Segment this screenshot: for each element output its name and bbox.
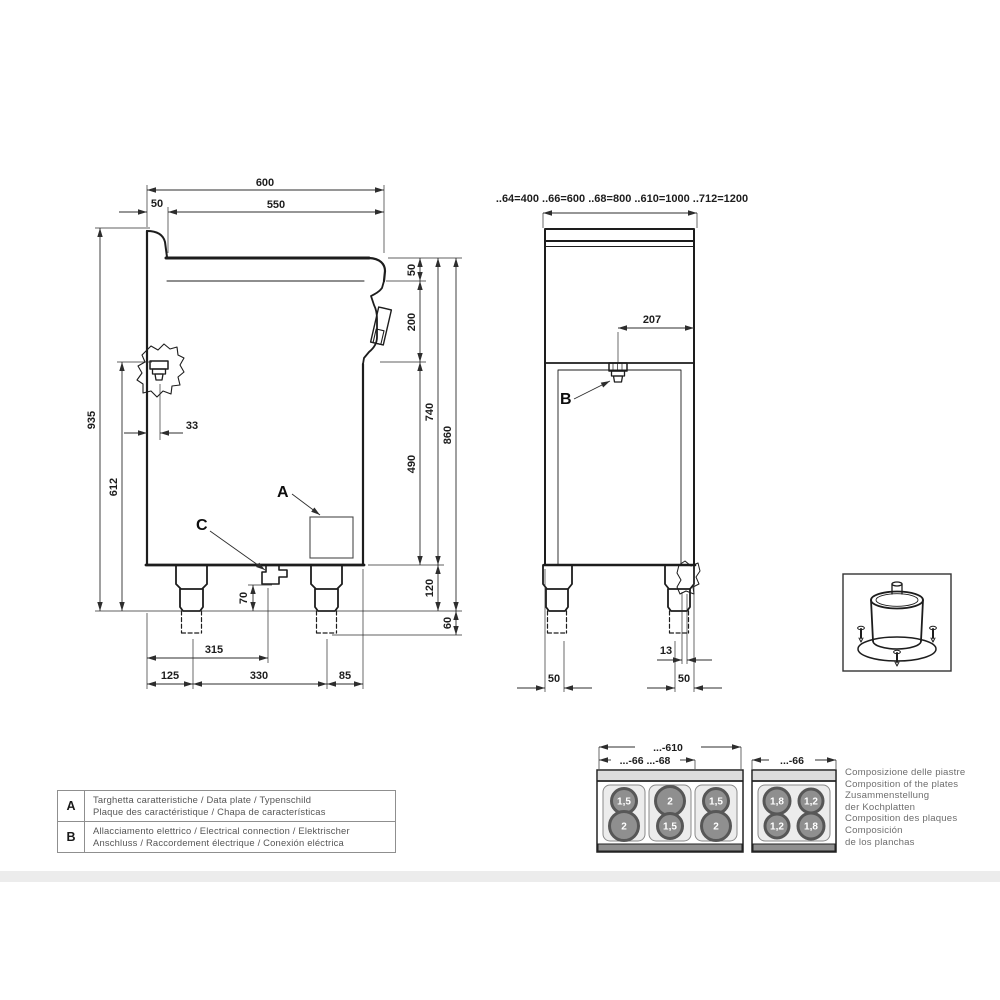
caption-line: Composizione delle piastre — [845, 767, 966, 778]
dim-490: 490 — [406, 455, 418, 473]
label-a-leader — [291, 493, 321, 516]
legend-line: Plaque des caractéristique / Chapa de ca… — [93, 805, 326, 817]
legend-table: A Targhetta caratteristiche / Data plate… — [57, 790, 396, 853]
dim-860: 860 — [442, 426, 454, 444]
dim-550: 550 — [267, 199, 285, 211]
dim-13: 13 — [660, 645, 672, 657]
legend-line: Targhetta caratteristiche / Data plate /… — [93, 794, 312, 805]
legend-line: Anschluss / Raccordement électrique / Co… — [93, 836, 344, 848]
foot-screws — [857, 625, 937, 667]
plate-value: 1,5 — [709, 797, 723, 808]
plate-value: 2 — [667, 797, 673, 808]
dim-120: 120 — [424, 579, 436, 597]
four-plate-diagram: ...-66 1,8 1,2 1,2 1,8 — [751, 755, 837, 853]
plate-value: 2 — [621, 822, 627, 833]
four-plate-front-bar — [752, 843, 836, 852]
caption-line: Zusammenstellung — [845, 790, 930, 802]
plate-caption: Composizione delle piastre Composition o… — [845, 767, 965, 848]
dim-50-top: 50 — [151, 198, 163, 210]
dim-600: 600 — [256, 177, 274, 189]
dim-33: 33 — [186, 420, 198, 432]
side-view-legs — [175, 564, 343, 634]
front-view-dimensions: 207 13 50 50 — [517, 210, 722, 691]
four-plate-dim-total: ...-66 — [780, 755, 804, 767]
plate-value: 1,8 — [804, 822, 818, 833]
six-plate-front-bar — [597, 843, 743, 852]
legend-row-a: A Targhetta caratteristiche / Data plate… — [58, 791, 395, 821]
caption-line: Composition des plaques — [845, 813, 958, 825]
label-a: A — [277, 484, 289, 501]
six-plate-back-strip — [598, 771, 742, 780]
legend-key: B — [58, 822, 85, 852]
dim-50-front-left: 50 — [548, 673, 560, 685]
data-plate-box — [309, 516, 354, 559]
six-plate-circles: 1,5 2 2 1,5 1,5 2 — [608, 785, 732, 842]
plate-value: 1,2 — [770, 822, 784, 833]
rear-cable-gland — [608, 362, 628, 383]
dim-935: 935 — [86, 411, 98, 429]
size-note: ..64=400 ..66=600 ..68=800 ..610=1000 ..… — [496, 193, 748, 205]
four-plate-circles: 1,8 1,2 1,2 1,8 — [762, 786, 826, 841]
dim-200: 200 — [406, 313, 418, 331]
side-view: A C 600 550 50 935 — [86, 177, 462, 689]
side-view-outline — [144, 229, 393, 567]
caption-line: de los planchas — [845, 836, 915, 848]
legend-text: Targhetta caratteristiche / Data plate /… — [85, 791, 395, 821]
label-c: C — [196, 517, 208, 534]
plate-value: 1,5 — [617, 797, 631, 808]
dim-50-right: 50 — [406, 264, 418, 276]
six-plate-diagram: ...-610 ...-66 ...-68 1,5 2 2 1,5 1,5 2 — [596, 742, 744, 853]
six-plate-dim-partial: ...-66 ...-68 — [620, 755, 671, 767]
plate-value: 1,2 — [804, 797, 818, 808]
dim-207: 207 — [643, 314, 661, 326]
front-view-legs — [542, 560, 701, 634]
side-cable-gland — [136, 343, 185, 398]
dim-85: 85 — [339, 670, 351, 682]
legend-line: Allacciamento elettrico / Electrical con… — [93, 825, 350, 836]
plate-value: 1,5 — [663, 822, 677, 833]
drain-fitting — [261, 564, 288, 585]
side-view-dimensions: 600 550 50 935 612 33 50 200 490 — [86, 177, 459, 687]
caption-line: Composición — [845, 824, 903, 836]
caption-line: der Kochplatten — [845, 801, 916, 813]
dim-740: 740 — [424, 403, 436, 421]
dim-330: 330 — [250, 670, 268, 682]
front-view: ..64=400 ..66=600 ..68=800 ..610=1000 ..… — [496, 193, 748, 692]
plate-value: 1,8 — [770, 797, 784, 808]
dim-70: 70 — [238, 592, 250, 604]
foot-detail — [842, 573, 952, 672]
six-plate-dim-total: ...-610 — [653, 742, 683, 754]
label-c-leader — [209, 530, 266, 571]
legend-text: Allacciamento elettrico / Electrical con… — [85, 822, 395, 852]
label-b-leader — [573, 380, 611, 400]
front-view-outline — [542, 228, 697, 567]
main-drawing: A C 600 550 50 935 — [86, 177, 952, 692]
plate-value: 2 — [713, 822, 719, 833]
label-b: B — [560, 391, 572, 408]
divider-band — [0, 871, 1000, 882]
dim-315: 315 — [205, 644, 223, 656]
control-switch — [369, 306, 393, 346]
foot-detail-callout-cloud — [676, 560, 701, 595]
legend-row-b: B Allacciamento elettrico / Electrical c… — [58, 821, 395, 852]
four-plate-back-strip — [753, 771, 835, 780]
legend-key: A — [58, 791, 85, 821]
dim-612: 612 — [108, 478, 120, 496]
dim-125: 125 — [161, 670, 179, 682]
dim-60: 60 — [442, 617, 454, 629]
caption-line: Composition of the plates — [845, 778, 959, 790]
side-view-extension-lines — [95, 185, 462, 689]
dim-50-front-right: 50 — [678, 673, 690, 685]
